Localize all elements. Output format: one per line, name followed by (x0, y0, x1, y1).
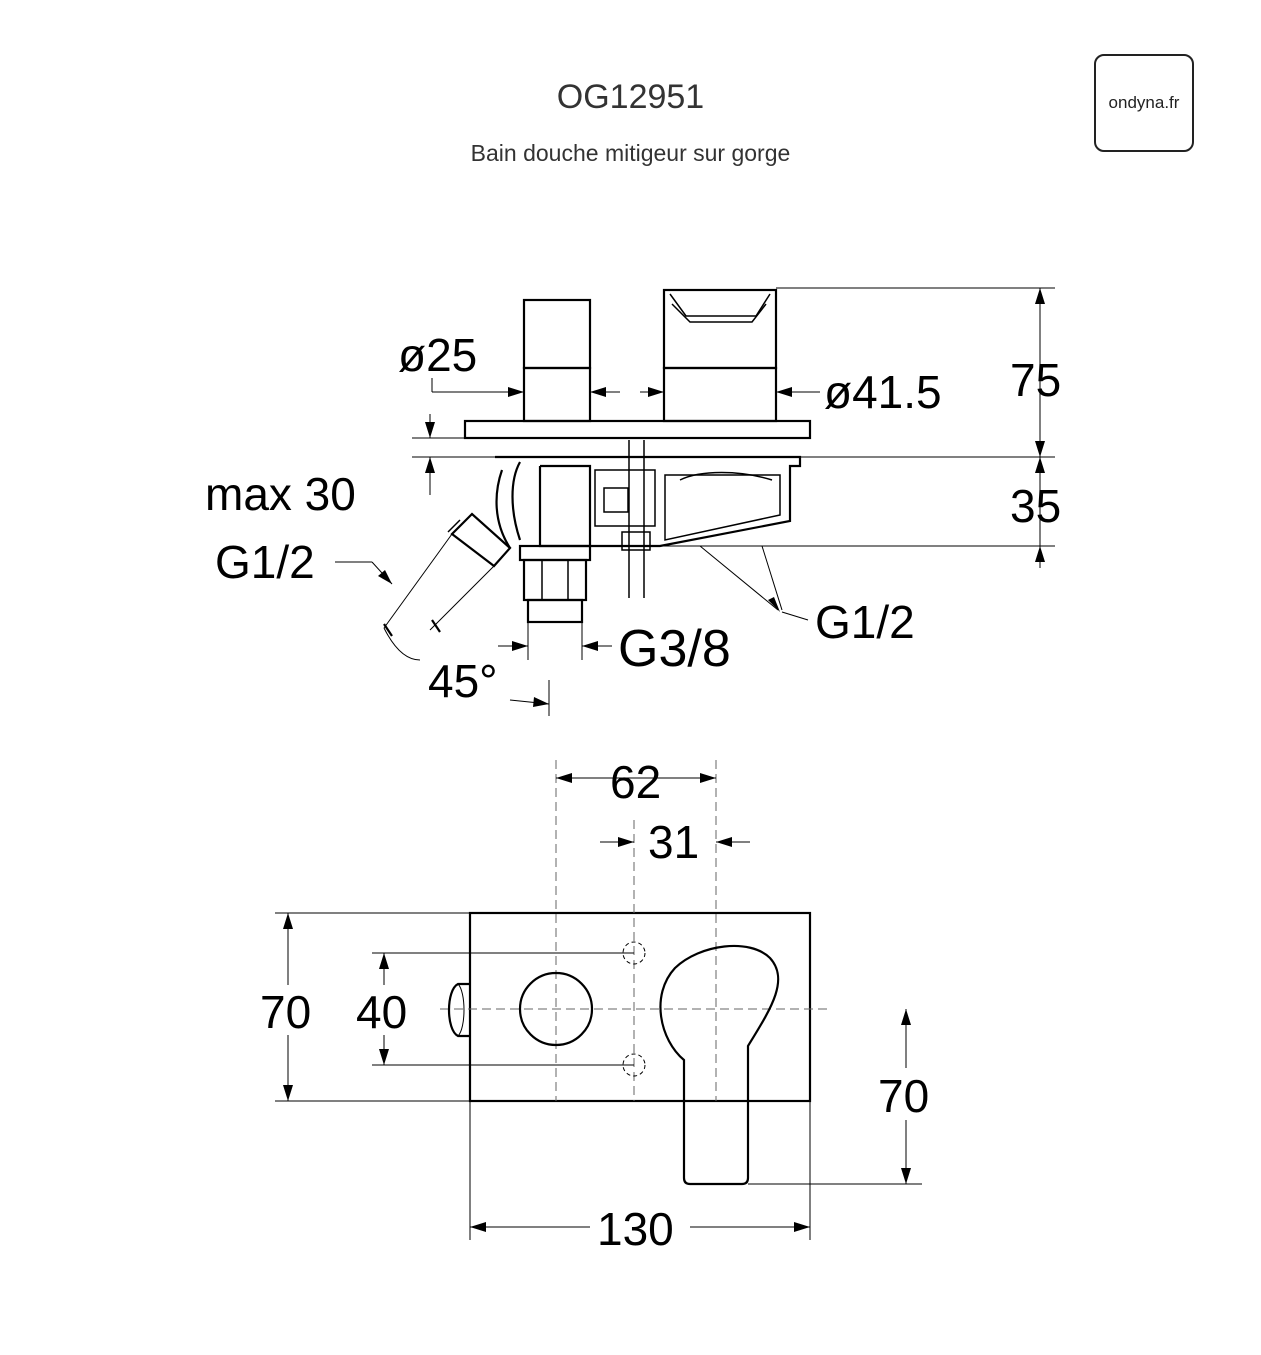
dim-62: 62 (610, 756, 661, 808)
mixer-handle (662, 288, 778, 370)
wall-plate (463, 419, 812, 440)
dim-thread-g12-left: G1/2 (215, 536, 315, 588)
g38-connector (526, 598, 584, 624)
dim-depth-35: 35 (1010, 480, 1061, 532)
dim-angle-45: 45° (428, 655, 498, 707)
screw-hole-bottom (622, 1053, 646, 1077)
brand-logo: ondyna.fr (1094, 54, 1194, 152)
dim-31: 31 (648, 816, 699, 868)
diverter-knob-front (518, 971, 594, 1047)
diverter-knob-base (522, 366, 592, 423)
dim-thread-g12-right: G1/2 (815, 596, 915, 648)
spout-outlet (450, 512, 512, 568)
dim-thread-g38: G3/8 (618, 620, 731, 678)
handle-detail (669, 293, 771, 317)
lever-handle (659, 944, 780, 1186)
product-code: OG12951 (556, 78, 705, 116)
cartridge-housing (664, 474, 781, 541)
product-description: Bain douche mitigeur sur gorge (470, 140, 791, 166)
square-port (603, 487, 629, 513)
screw-hole-top (622, 941, 646, 965)
dim-diameter-25: ø25 (398, 329, 477, 381)
hex-nut (522, 558, 588, 602)
logo-text: ondyna.fr (1108, 93, 1180, 112)
front-view: 62 31 70 40 70 130 (260, 756, 929, 1255)
dim-height-75: 75 (1010, 354, 1061, 406)
side-view: ø25 ø41.5 75 35 max 30 G1/2 G1/2 G3/8 45… (205, 287, 1061, 716)
diverter-knob-top (522, 298, 592, 370)
dim-70-left: 70 (260, 986, 311, 1038)
dim-130: 130 (597, 1203, 674, 1255)
dim-40: 40 (356, 986, 407, 1038)
front-plate (468, 911, 812, 1103)
side-outlet (448, 982, 470, 1038)
elbow-body (538, 466, 590, 548)
box-body (495, 455, 802, 548)
mixer-body (662, 366, 778, 423)
dim-max-30: max 30 (205, 468, 356, 520)
dim-diameter-41: ø41.5 (824, 366, 942, 418)
dim-70-right: 70 (878, 1070, 929, 1122)
